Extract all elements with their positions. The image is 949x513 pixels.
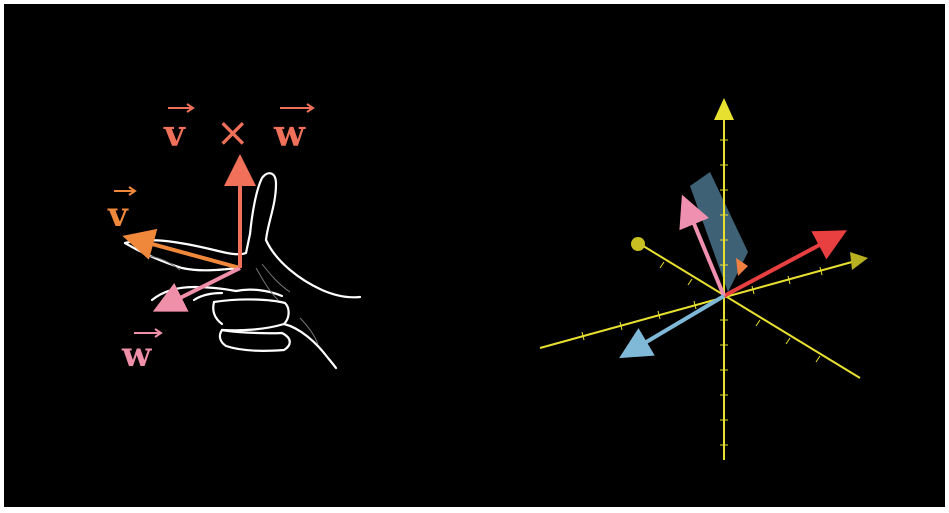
w-vector-arrow (152, 266, 241, 312)
frame-border-right (945, 0, 949, 513)
cross-w-label: w (273, 113, 306, 155)
z-axis-arrowhead (714, 98, 734, 120)
cross-v-hat-arrow (168, 103, 195, 113)
v-label: v (107, 195, 129, 235)
v-hat-arrow (114, 186, 137, 196)
orange-vector-tip (736, 258, 748, 276)
frame-border-left (0, 0, 4, 513)
y-axis (639, 243, 861, 379)
blue-vector (619, 294, 726, 359)
axes (539, 118, 861, 460)
x-axis-arrowhead (850, 252, 868, 270)
frame-border-bottom (0, 507, 949, 513)
red-vector (723, 230, 848, 298)
x-axis (539, 261, 853, 349)
cross-symbol: × (216, 110, 250, 156)
pink-vector (679, 194, 726, 297)
axis-ticks (581, 139, 823, 446)
cross-w-hat-arrow (280, 103, 315, 113)
v-vector-arrow (122, 228, 241, 270)
hand-crease-lines (149, 255, 319, 345)
y-axis-endcap (631, 237, 645, 251)
w-label: w (121, 335, 152, 375)
w-hat-arrow (134, 328, 163, 338)
frame-border-top (0, 0, 949, 4)
cross-v-label: v (163, 113, 186, 155)
